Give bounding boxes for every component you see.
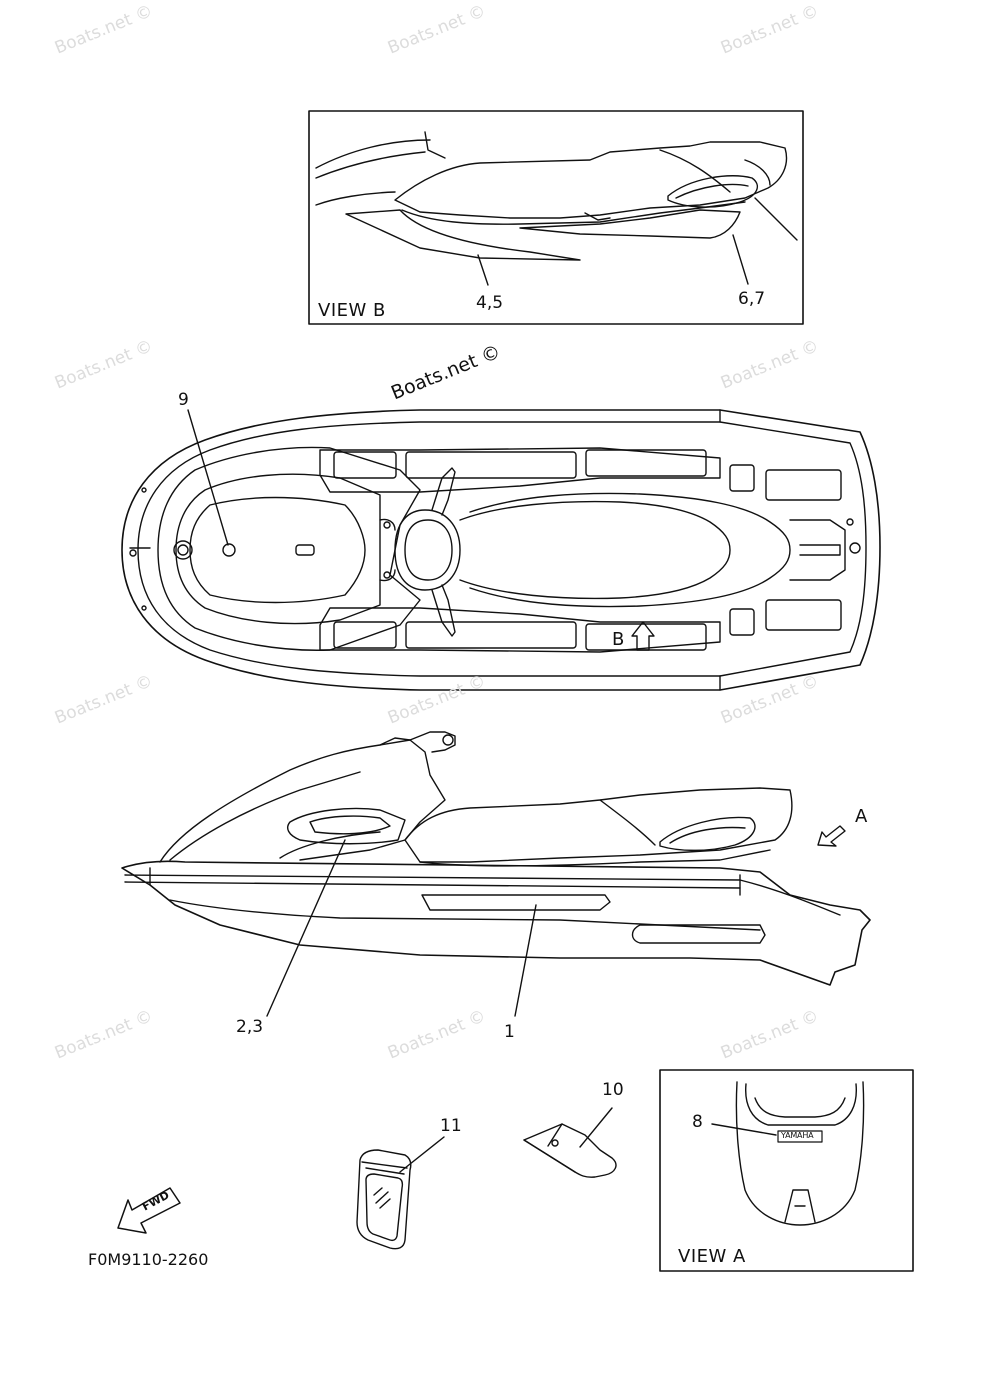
callout-2-3: 2,3 (236, 1017, 264, 1037)
view-a-inset (659, 1069, 914, 1272)
view-a-title: VIEW A (678, 1246, 746, 1267)
callout-6-7: 6,7 (738, 289, 766, 309)
view-b-inset (308, 110, 804, 325)
view-a-marker: A (855, 806, 868, 827)
fwd-arrow-icon (117, 1187, 181, 1234)
view-b-marker: B (612, 629, 625, 650)
side-view-watercraft (121, 731, 871, 1017)
callout-10: 10 (602, 1080, 624, 1100)
part-11-registration-pouch (356, 1136, 445, 1250)
yamaha-badge: YAMAHA (781, 1131, 814, 1140)
top-view-watercraft (121, 409, 881, 691)
view-b-title: VIEW B (318, 300, 386, 321)
part-10-pouch (523, 1107, 617, 1178)
figure-code: F0M9110-2260 (88, 1250, 209, 1269)
leader-9 (187, 409, 229, 546)
callout-9: 9 (178, 390, 189, 410)
callout-8: 8 (692, 1112, 703, 1132)
callout-11: 11 (440, 1116, 462, 1136)
callout-1: 1 (504, 1022, 515, 1042)
callout-4-5: 4,5 (476, 293, 504, 313)
